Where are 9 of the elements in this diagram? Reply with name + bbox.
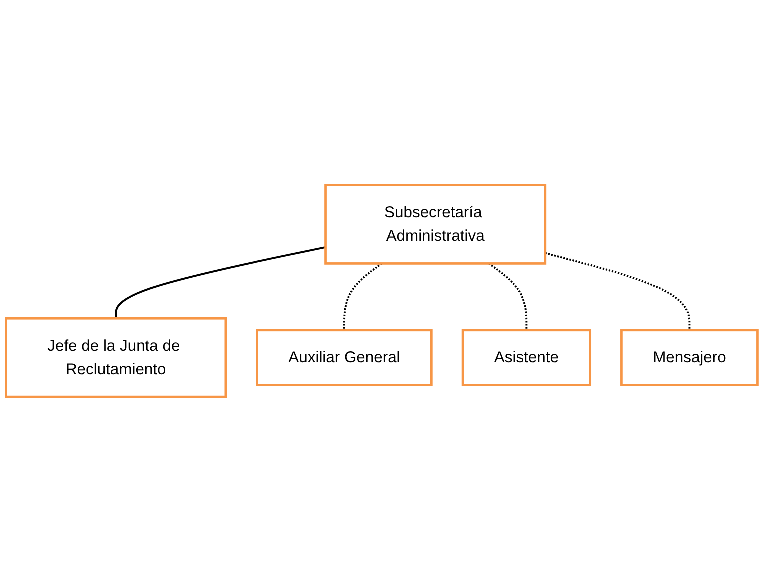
node-box: Mensajero: [620, 329, 759, 386]
node-box: Asistente: [462, 329, 592, 386]
node-box: Auxiliar General: [256, 329, 433, 386]
connector: [344, 262, 383, 330]
connector: [488, 262, 528, 330]
connector: [115, 246, 326, 318]
connector: [545, 252, 691, 330]
node-box: Jefe de la Junta de Reclutamiento: [5, 317, 228, 398]
node-box: Subsecretaría Administrativa: [324, 184, 547, 265]
